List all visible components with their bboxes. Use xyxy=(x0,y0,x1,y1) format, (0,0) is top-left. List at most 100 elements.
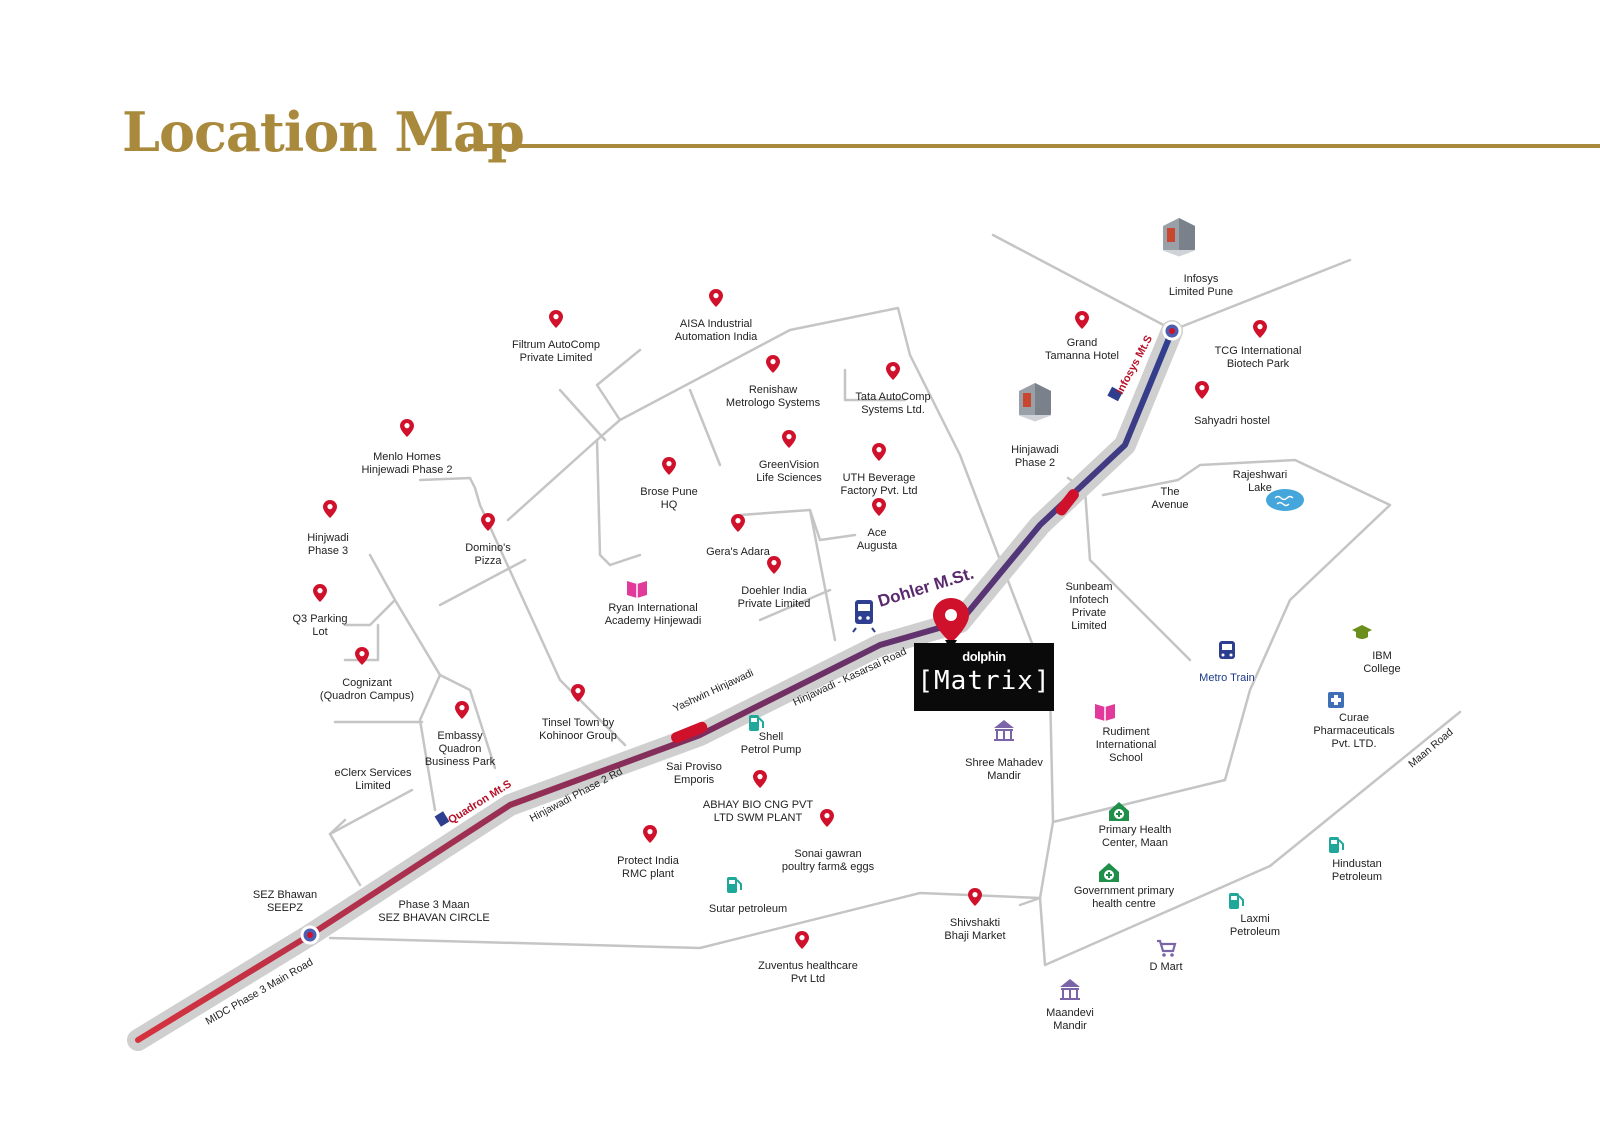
place-label-line: TCG International xyxy=(1215,345,1302,357)
place-label-line: Shivshakti xyxy=(950,917,1000,929)
pin-icon xyxy=(571,684,585,702)
project-brand-logo[interactable]: dolphin [Matrix] xyxy=(914,643,1054,711)
place-label-line: Systems Ltd. xyxy=(861,404,925,416)
place-label-line: Shell xyxy=(759,731,783,743)
pin-icon xyxy=(872,498,886,516)
place-label-line: Lot xyxy=(312,626,327,638)
place-label-line: School xyxy=(1109,752,1143,764)
pin-icon xyxy=(968,888,982,906)
building-icon xyxy=(1162,218,1196,257)
place-label-line: Augusta xyxy=(857,540,898,552)
pin-icon xyxy=(323,500,337,518)
place-label-line: Petroleum xyxy=(1332,871,1382,883)
place-label[interactable]: Metro Train xyxy=(1199,672,1255,684)
place-label-line: Doehler India xyxy=(741,585,807,597)
metro-station-sez-dot[interactable] xyxy=(300,925,320,945)
page-title: Location Map xyxy=(122,100,525,164)
place-label-line: Zuventus healthcare xyxy=(758,960,858,972)
place-label-line: RMC plant xyxy=(622,868,674,880)
place-label[interactable]: Gera's Adara xyxy=(706,546,771,558)
lake-icon xyxy=(1266,489,1304,511)
place-label-line: Ace xyxy=(868,527,887,539)
place-label-line: Petroleum xyxy=(1230,926,1280,938)
pin-icon xyxy=(767,556,781,574)
pin-icon xyxy=(1253,320,1267,338)
place-label-line: Pharmaceuticals xyxy=(1313,725,1395,737)
place-label-line: Pvt Ltd xyxy=(791,973,825,985)
metro-station-infosys-dot[interactable] xyxy=(1162,321,1182,341)
book-icon xyxy=(1095,704,1115,721)
place-label-line: Private Limited xyxy=(738,598,811,610)
place-label-line: Infotech xyxy=(1069,594,1108,606)
place-label[interactable]: Sahyadri hostel xyxy=(1194,415,1270,427)
pin-icon xyxy=(481,513,495,531)
fuel-icon xyxy=(1329,837,1344,853)
place-label[interactable]: D Mart xyxy=(1150,961,1183,973)
place-label-line: AISA Industrial xyxy=(680,318,752,330)
place-label-line: Quadron xyxy=(439,743,482,755)
place-label-line: Center, Maan xyxy=(1102,837,1168,849)
train-icon xyxy=(1219,641,1235,659)
pin-icon xyxy=(766,355,780,373)
graduation-icon xyxy=(1352,625,1372,639)
brand-developer: dolphin xyxy=(962,649,1006,664)
place-label-line: Shree Mahadev xyxy=(965,757,1043,769)
place-label-line: Metrologo Systems xyxy=(726,397,821,409)
place-label-line: SEEPZ xyxy=(267,902,303,914)
pin-icon xyxy=(355,647,369,665)
place-label-line: (Quadron Campus) xyxy=(320,690,414,702)
book-icon xyxy=(627,581,647,598)
place-label-line: Laxmi xyxy=(1240,913,1269,925)
place-label-line: Hinjewadi Phase 2 xyxy=(361,464,452,476)
place-label-line: Sonai gawran xyxy=(794,848,861,860)
place-icons xyxy=(313,218,1372,1000)
place-label-line: Mandir xyxy=(1053,1020,1087,1032)
place-label[interactable]: Cognizant(Quadron Campus) xyxy=(320,677,414,702)
place-label[interactable]: Sutar petroleum xyxy=(709,903,787,915)
place-label-line: Embassy xyxy=(437,730,483,742)
